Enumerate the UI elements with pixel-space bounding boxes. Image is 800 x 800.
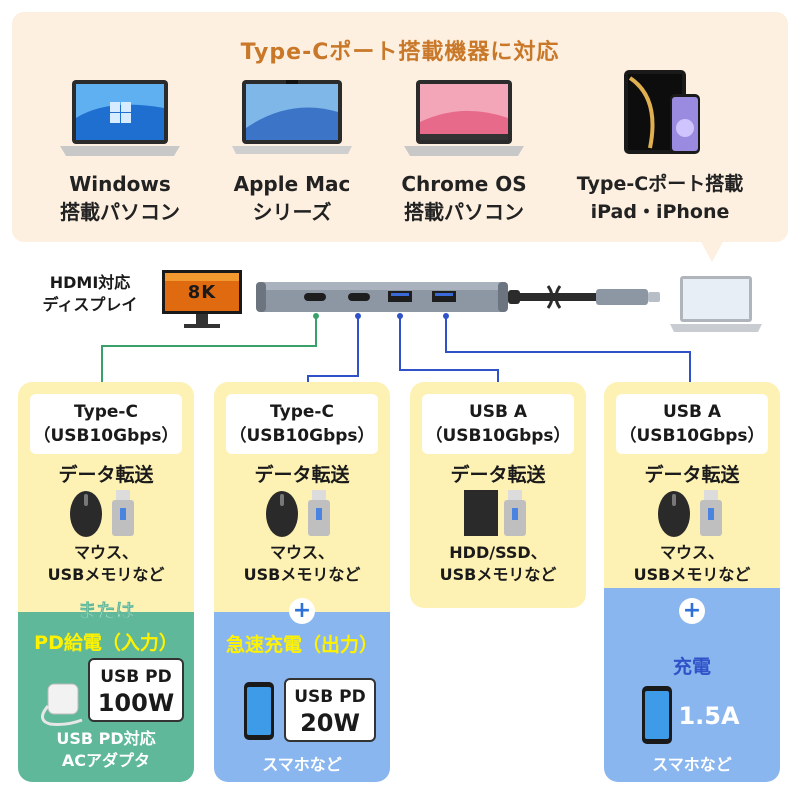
port-label-1: Type-C （USB10Gbps） — [30, 394, 182, 454]
device-mac-line2: シリーズ — [252, 200, 332, 224]
port-4-speed: （USB10Gbps） — [619, 426, 765, 446]
mouse-icon — [266, 490, 330, 537]
hdmi-label-line2: ディスプレイ — [42, 295, 138, 314]
amp-label: 1.5A — [678, 702, 740, 730]
power-title-4: 充電 — [672, 656, 711, 678]
desc-2-line1: マウス、 — [269, 543, 334, 562]
usb-hub-icon — [256, 280, 666, 318]
pd-1-watt: 100W — [97, 689, 175, 717]
desc-3-line1: HDD/SSD、 — [449, 543, 547, 562]
device-mac-line1: Apple Mac — [233, 172, 351, 196]
hdmi-label-line1: HDMI対応 — [49, 273, 131, 292]
device-windows: Windows 搭載パソコン — [30, 68, 210, 226]
desc-4-line2: USBメモリなど — [633, 565, 751, 584]
desc-1-line2: USBメモリなど — [47, 565, 165, 584]
pd-badge-2: USB PD 20W — [284, 678, 376, 742]
plus-icon: + — [289, 598, 315, 624]
desc-1: マウス、 USBメモリなど — [18, 542, 194, 586]
power-desc-4: スマホなど — [652, 755, 732, 774]
or-text: または — [77, 600, 135, 623]
monitor-8k-icon — [160, 268, 244, 336]
banner-pointer — [700, 240, 724, 262]
smartphone-icon — [642, 686, 672, 744]
hdmi-display-label: HDMI対応 ディスプレイ — [20, 272, 160, 316]
mouse-icon — [658, 490, 722, 537]
power-desc-1: USB PD対応 ACアダプタ — [18, 728, 194, 772]
mouse-icon — [70, 490, 134, 537]
port-label-2: Type-C （USB10Gbps） — [226, 394, 378, 454]
device-mac: Apple Mac シリーズ — [202, 68, 382, 226]
windows-laptop-icon — [30, 68, 210, 160]
desc-3: HDD/SSD、 USBメモリなど — [410, 542, 586, 586]
port-2-speed: （USB10Gbps） — [229, 426, 375, 446]
banner-title: Type-Cポート搭載機器に対応 — [240, 40, 560, 65]
desc-2-line2: USBメモリなど — [243, 565, 361, 584]
port-1-speed: （USB10Gbps） — [33, 426, 179, 446]
macbook-icon — [202, 68, 382, 160]
pd-1-label: USB PD — [100, 667, 172, 687]
desc-1-line1: マウス、 — [73, 543, 138, 562]
ipad-iphone-icon — [570, 68, 750, 160]
feature-4: データ転送 — [644, 464, 740, 486]
chromebook-icon — [374, 68, 554, 160]
pd-2-label: USB PD — [294, 687, 366, 707]
desc-4: マウス、 USBメモリなど — [604, 542, 780, 586]
device-chromeos-line2: 搭載パソコン — [404, 200, 524, 224]
port-2-name: Type-C — [270, 402, 334, 422]
device-chromeos-line1: Chrome OS — [401, 172, 527, 196]
device-windows-line2: 搭載パソコン — [60, 200, 180, 224]
device-windows-line1: Windows — [69, 172, 171, 196]
plus-icon: + — [679, 598, 705, 624]
port-4-name: USB A — [662, 402, 722, 422]
hdd-icon — [464, 490, 526, 536]
device-ipad-line2: iPad・iPhone — [590, 201, 730, 223]
device-chromeos: Chrome OS 搭載パソコン — [374, 68, 554, 226]
connector-lines — [101, 313, 691, 384]
feature-2: データ転送 — [254, 464, 350, 486]
port-label-4: USB A （USB10Gbps） — [616, 394, 768, 454]
desc-2: マウス、 USBメモリなど — [214, 542, 390, 586]
monitor-badge: 8K — [187, 282, 217, 303]
port-3-speed: （USB10Gbps） — [425, 426, 571, 446]
power-desc-2: スマホなど — [262, 755, 342, 774]
port-label-3: USB A （USB10Gbps） — [422, 394, 574, 454]
power-title-2: 急速充電（出力） — [225, 634, 378, 656]
desc-3-line2: USBメモリなど — [439, 565, 557, 584]
port-3-name: USB A — [468, 402, 528, 422]
feature-1: データ転送 — [58, 464, 154, 486]
smartphone-icon — [244, 682, 274, 740]
device-ipad-line1: Type-Cポート搭載 — [576, 173, 744, 195]
desc-4-line1: マウス、 — [659, 543, 724, 562]
device-ipad-iphone: Type-Cポート搭載 iPad・iPhone — [570, 68, 750, 226]
laptop-icon — [668, 274, 764, 338]
pd-badge-1: USB PD 100W — [88, 658, 184, 722]
port-1-name: Type-C — [74, 402, 138, 422]
feature-3: データ転送 — [450, 464, 546, 486]
power-title-1: PD給電（入力） — [34, 632, 178, 654]
power-desc-1-line2: ACアダプタ — [61, 751, 151, 770]
power-desc-1-line1: USB PD対応 — [56, 729, 156, 748]
pd-2-watt: 20W — [300, 709, 360, 737]
ac-adapter-icon — [41, 683, 83, 726]
